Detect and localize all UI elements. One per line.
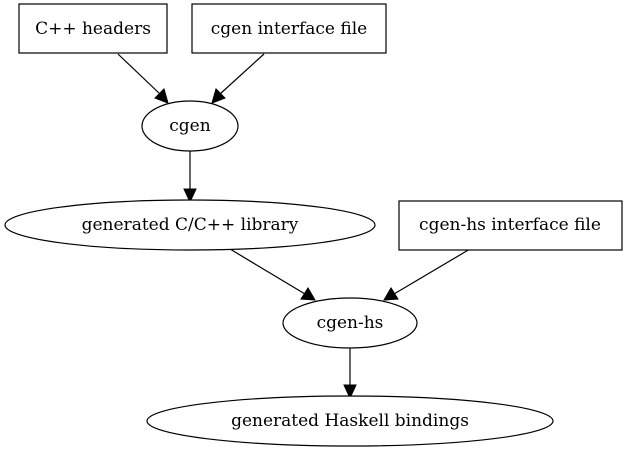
edge-cpp-headers-to-cgen (117, 53, 169, 104)
node-cgen-hs-interface-file: cgen-hs interface file (398, 200, 623, 251)
node-haskell-bindings-label: generated Haskell bindings (231, 411, 469, 431)
node-generated-lib: generated C/C++ library (4, 199, 376, 251)
node-cpp-headers-label: C++ headers (35, 19, 151, 39)
node-haskell-bindings: generated Haskell bindings (146, 395, 554, 447)
node-cgen-interface-file-label: cgen interface file (211, 19, 367, 39)
node-cgen-label: cgen (169, 116, 210, 136)
edge-cgen-to-generated-lib (183, 151, 197, 204)
node-cgen-hs: cgen-hs (282, 297, 418, 349)
edge-cgen-hs-to-haskell-bindings (343, 348, 357, 400)
edges (117, 53, 471, 400)
edge-generated-lib-to-cgen-hs (229, 248, 316, 301)
edge-cgen-hs-interface-to-cgen-hs (383, 248, 471, 301)
node-cgen-interface-file: cgen interface file (191, 3, 387, 54)
node-cgen: cgen (141, 100, 239, 152)
edge-cgen-interface-to-cgen (211, 53, 265, 104)
node-cgen-hs-interface-file-label: cgen-hs interface file (419, 215, 601, 235)
node-cgen-hs-label: cgen-hs (317, 313, 384, 333)
node-generated-lib-label: generated C/C++ library (82, 215, 299, 235)
node-cpp-headers: C++ headers (18, 3, 168, 54)
